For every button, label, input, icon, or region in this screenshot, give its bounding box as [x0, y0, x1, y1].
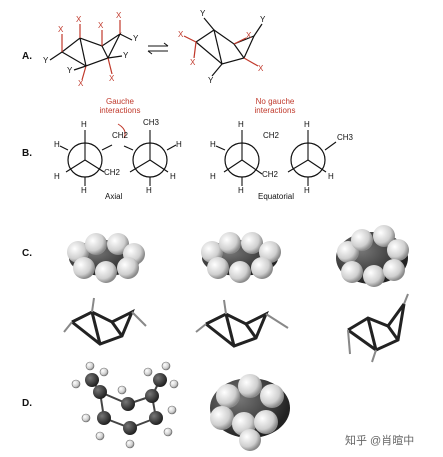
axial-h-1: H: [81, 120, 87, 129]
spacefill-1: [67, 233, 145, 283]
chair-right: [183, 17, 263, 77]
axial-h-2: H: [54, 140, 60, 149]
equatorial-caption: Equatorial: [258, 192, 295, 201]
stick-model-1: [63, 297, 147, 346]
sub-x-7: X: [178, 30, 184, 39]
chair-left: [49, 20, 133, 81]
sub-x-1: X: [58, 25, 64, 34]
spacefill-3: [336, 225, 409, 287]
sub-x-8: X: [246, 31, 252, 40]
watermark: 知乎 @肖暄中: [345, 435, 415, 447]
axial-ch2-top: CH2: [112, 131, 129, 140]
axial-h-5: H: [176, 140, 182, 149]
ball-stick-hydrogens: [71, 361, 179, 449]
axial-h-4: H: [81, 186, 87, 195]
sub-x-10: X: [190, 58, 196, 67]
spacefill-2: [201, 232, 281, 283]
eq-ch2-bottom: CH2: [262, 170, 279, 179]
sub-y-5: Y: [200, 9, 206, 18]
sub-y-1: Y: [43, 56, 49, 65]
panel-label-a: A.: [22, 51, 32, 62]
eq-ch2-top: CH2: [263, 131, 280, 140]
eq-ch3: CH3: [337, 133, 354, 142]
stick-model-2: [195, 299, 289, 348]
equilibrium-arrows: [147, 42, 169, 55]
equatorial-note-line1: No gauche: [255, 97, 295, 106]
panel-label-c: C.: [22, 248, 32, 259]
eq-h-1: H: [238, 120, 244, 129]
axial-h-3: H: [54, 172, 60, 181]
sub-x-3: X: [98, 21, 104, 30]
panel-label-b: B.: [22, 148, 32, 159]
sub-x-4: X: [116, 11, 122, 20]
axial-caption: Axial: [105, 192, 123, 201]
sub-y-4: Y: [67, 66, 73, 75]
axial-note-line1: Gauche: [105, 97, 135, 106]
sub-x-9: X: [258, 64, 264, 73]
sub-y-6: Y: [260, 15, 266, 24]
eq-h-7: H: [304, 186, 310, 195]
eq-h-5: H: [304, 120, 310, 129]
spacefill-methylcyclohexane: [210, 374, 290, 451]
eq-h-3: H: [210, 172, 216, 181]
panel-label-d: D.: [22, 398, 32, 409]
axial-h-7: H: [146, 186, 152, 195]
axial-ch2-bottom: CH2: [104, 168, 121, 177]
gauche-arrow: [117, 123, 126, 139]
axial-ch3: CH3: [143, 118, 160, 127]
eq-h-4: H: [238, 186, 244, 195]
eq-h-6: H: [328, 172, 334, 181]
stick-model-3: [347, 293, 409, 363]
axial-h-6: H: [170, 172, 176, 181]
sub-y-3: Y: [123, 51, 129, 60]
axial-note-line2: interactions: [99, 106, 141, 115]
sub-y-2: Y: [133, 34, 139, 43]
ball-stick-carbons: [85, 373, 167, 435]
eq-h-2: H: [210, 140, 216, 149]
sub-y-7: Y: [208, 76, 214, 85]
sub-x-6: X: [78, 79, 84, 88]
sub-x-5: X: [109, 74, 115, 83]
equatorial-note-line2: interactions: [254, 106, 296, 115]
sub-x-2: X: [76, 15, 82, 24]
